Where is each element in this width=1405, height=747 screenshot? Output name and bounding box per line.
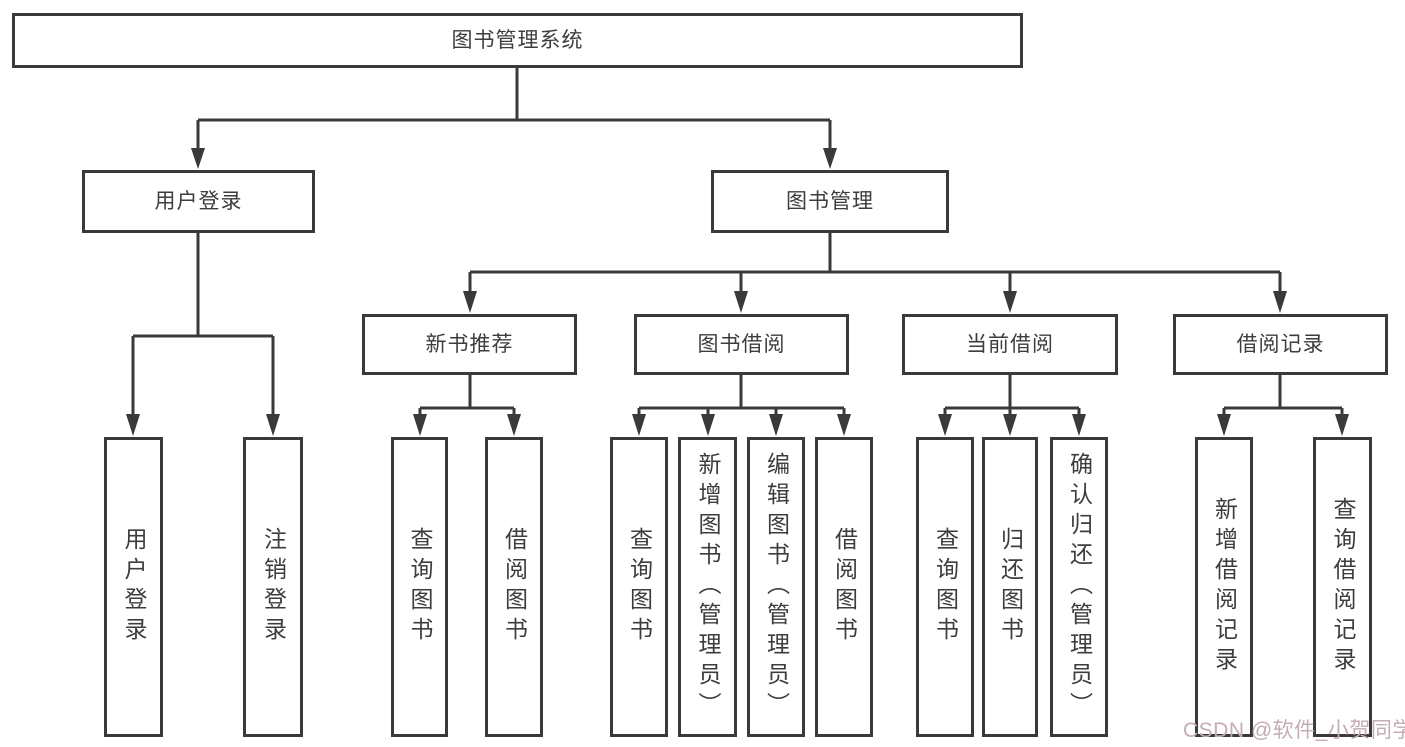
node-label: 用户登录: [121, 527, 147, 647]
node-label: 查询图书: [407, 527, 433, 647]
node-label: 当前借阅: [966, 333, 1054, 356]
node-label: 归还图书: [997, 527, 1024, 647]
node-label: 借阅记录: [1236, 333, 1325, 356]
leaf-confirm-return-admin: 确认归还（管理员）: [1050, 437, 1108, 737]
leaf-return-book: 归还图书: [982, 437, 1038, 737]
node-user-login: 用户登录: [82, 170, 315, 233]
node-label: 注销登录: [260, 527, 287, 647]
node-borrowing-records: 借阅记录: [1173, 314, 1388, 375]
leaf-query-books-recommend: 查询图书: [391, 437, 448, 737]
leaf-borrow-books-recommend: 借阅图书: [485, 437, 543, 737]
node-label: 新书推荐: [425, 333, 514, 356]
leaf-add-borrow-record: 新增借阅记录: [1195, 437, 1253, 737]
node-label: 图书管理系统: [451, 29, 584, 52]
leaf-query-books-borrow: 查询图书: [610, 437, 668, 737]
node-label: 图书管理: [786, 190, 874, 213]
node-current-borrowing: 当前借阅: [902, 314, 1118, 375]
node-label: 用户登录: [154, 190, 243, 213]
node-label: 图书借阅: [697, 333, 786, 356]
node-label: 确认归还（管理员）: [1066, 452, 1093, 722]
leaf-query-borrow-record: 查询借阅记录: [1313, 437, 1372, 737]
leaf-user-login: 用户登录: [104, 437, 163, 737]
node-new-book-recommendation: 新书推荐: [362, 314, 577, 375]
node-label: 查询图书: [932, 527, 959, 647]
leaf-logout: 注销登录: [243, 437, 303, 737]
watermark-text: CSDN @软件_小贺同学: [1183, 719, 1405, 742]
leaf-edit-book-admin: 编辑图书（管理员）: [747, 437, 805, 737]
node-book-management: 图书管理: [711, 170, 949, 233]
node-label: 查询图书: [626, 527, 653, 647]
leaf-add-book-admin: 新增图书（管理员）: [678, 437, 737, 737]
node-label: 查询借阅记录: [1330, 497, 1356, 677]
node-label: 借阅图书: [831, 527, 858, 647]
leaf-query-books-current: 查询图书: [916, 437, 974, 737]
leaf-borrow-books: 借阅图书: [815, 437, 873, 737]
node-label: 编辑图书（管理员）: [763, 452, 790, 722]
node-label: 新增图书（管理员）: [695, 452, 721, 722]
arrowheads: [126, 148, 1349, 436]
node-root: 图书管理系统: [12, 13, 1023, 68]
node-book-borrowing: 图书借阅: [634, 314, 849, 375]
node-label: 借阅图书: [501, 527, 528, 647]
node-label: 新增借阅记录: [1211, 497, 1238, 677]
